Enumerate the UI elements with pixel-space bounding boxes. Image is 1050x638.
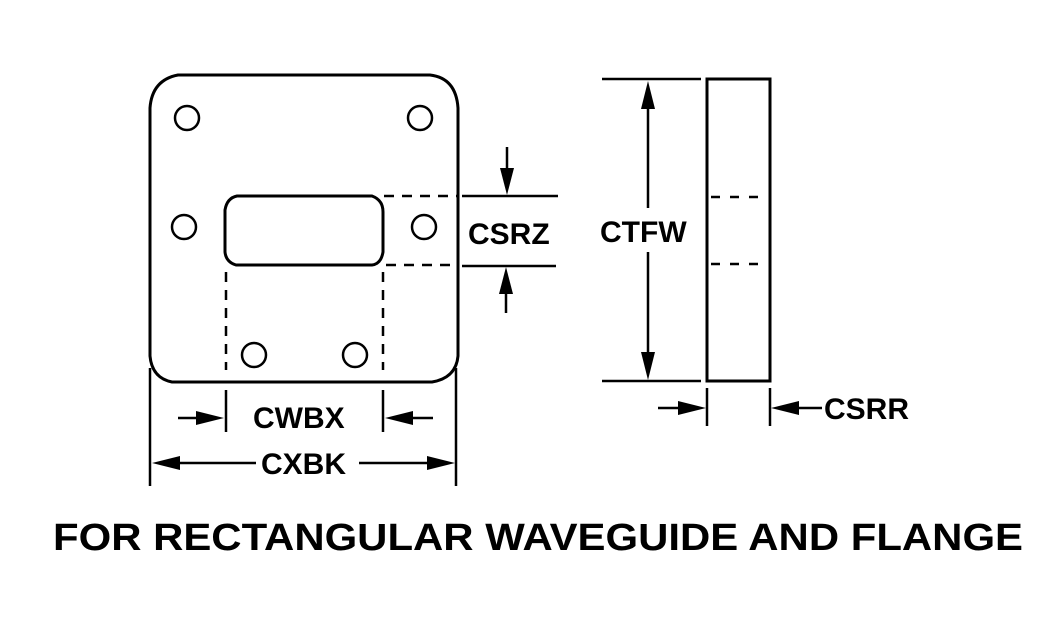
cxbk-label: CXBK: [261, 448, 346, 481]
bolt-hole-top-right: [406, 104, 434, 132]
bolt-hole-mid-left: [170, 213, 198, 241]
csrz-arrow-up-icon: [499, 267, 513, 294]
cxbk-arrow-left-icon: [152, 456, 180, 470]
flange-side-view: CTFW CSRR: [600, 77, 909, 426]
csrr-dimension: CSRR: [658, 388, 909, 426]
bolt-hole-bottom-left: [240, 341, 268, 369]
flange-front-view: CSRZ CWBX CXBK: [148, 73, 558, 486]
bolt-hole-top-left: [173, 104, 201, 132]
ctfw-dimension: CTFW: [600, 77, 701, 383]
cxbk-arrow-right-icon: [427, 456, 455, 470]
csrz-label: CSRZ: [468, 218, 550, 251]
cwbx-dimension: CWBX: [178, 390, 433, 435]
cwbx-label: CWBX: [253, 402, 345, 435]
ctfw-label: CTFW: [600, 216, 687, 249]
cwbx-arrow-right-icon: [196, 411, 224, 425]
ctfw-arrow-down-icon: [641, 352, 655, 380]
cwbx-arrow-left-icon: [385, 411, 413, 425]
csrr-arrow-left-icon: [771, 401, 799, 415]
csrz-arrow-down-icon: [500, 168, 514, 195]
csrz-dimension: CSRZ: [462, 147, 558, 313]
bolt-hole-bottom-right: [341, 341, 369, 369]
waveguide-opening: [223, 194, 385, 267]
diagram-caption: FOR RECTANGULAR WAVEGUIDE AND FLANGE: [53, 517, 1023, 559]
csrr-label: CSRR: [824, 393, 909, 426]
csrr-arrow-right-icon: [678, 401, 706, 415]
bolt-hole-mid-right: [410, 213, 438, 241]
flange-side-body: [705, 77, 772, 383]
ctfw-arrow-up-icon: [641, 81, 655, 109]
flange-outline: [148, 73, 460, 384]
cxbk-dimension: CXBK: [148, 368, 458, 486]
